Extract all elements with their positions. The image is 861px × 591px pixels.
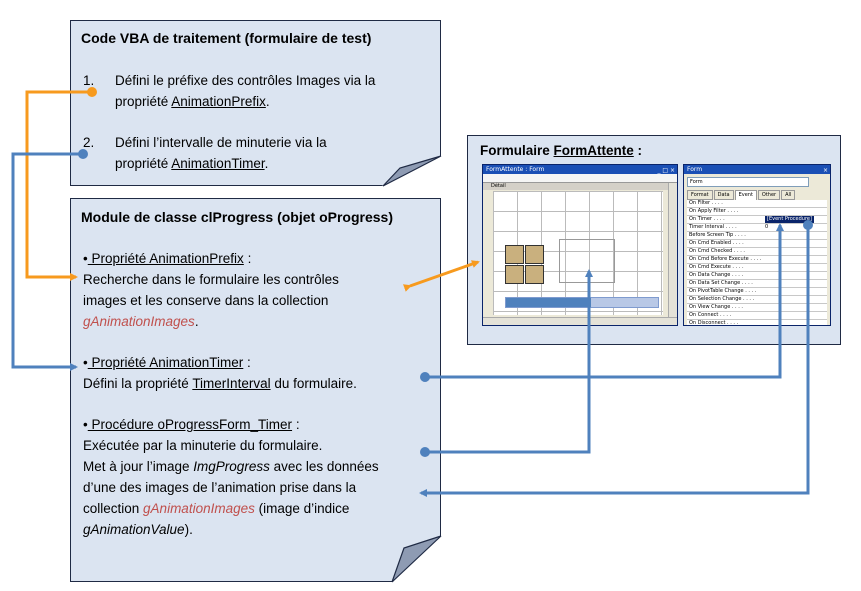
animation-prefix-desc1: Recherche dans le formulaire les contrôl… (83, 272, 339, 287)
animation-timer-heading: • Propriété AnimationTimer : (83, 355, 251, 370)
animation-timer-link: AnimationTimer (171, 156, 265, 171)
property-row[interactable]: On Filter . . . . (687, 200, 827, 208)
property-name: On Data Set Change . . . . (689, 280, 753, 286)
form-screenshot-title: Formulaire FormAttente : (480, 143, 643, 158)
step-2-line1: Défini l’intervalle de minuterie via la (115, 135, 327, 150)
property-row[interactable]: Timer Interval . . . . 0 (687, 224, 827, 232)
step-2-number: 2. (83, 135, 95, 150)
property-sheet-window: Form× Form Format Data Event Other All O… (683, 164, 831, 326)
object-combo[interactable]: Form (687, 177, 809, 187)
property-name: Timer Interval . . . . (689, 224, 737, 230)
property-name: On Cmd Enabled . . . . (689, 240, 744, 246)
property-row[interactable]: On Disconnect . . . . (687, 320, 827, 326)
image-control-4 (525, 265, 544, 284)
progress-bar-fill (506, 298, 592, 307)
property-name: On PivotTable Change . . . . (689, 288, 757, 294)
property-list: On Filter . . . . On Apply Filter . . . .… (687, 200, 827, 326)
class-module-title: Module de classe clProgress (objet oProg… (81, 209, 393, 225)
property-row[interactable]: On Connect . . . . (687, 312, 827, 320)
timer-proc-desc5: gAnimationValue). (83, 522, 193, 537)
property-name: On Data Change . . . . (689, 272, 744, 278)
dot-ontimer (803, 220, 813, 230)
property-row[interactable]: On Cmd Enabled . . . . (687, 240, 827, 248)
timer-proc-desc1: Exécutée par la minuterie du formulaire. (83, 438, 323, 453)
detail-section-label: Détail (483, 183, 677, 190)
property-row[interactable]: On Data Change . . . . (687, 272, 827, 280)
property-name: On Timer . . . . (689, 216, 725, 222)
step-2-line2: propriété AnimationTimer. (115, 156, 269, 171)
step-1-number: 1. (83, 73, 95, 88)
property-row[interactable]: On Cmd Execute . . . . (687, 264, 827, 272)
timer-proc-heading: • Procédure oProgressForm_Timer : (83, 417, 300, 432)
arrow-timerinterval (425, 223, 784, 379)
form-design-window: FormAttente : Form_ □ × Détail (482, 164, 678, 326)
property-tabs: Format Data Event Other All (687, 190, 796, 200)
timer-proc-desc2: Met à jour l’image ImgProgress avec les … (83, 459, 379, 474)
arrow-step1-to-prefix (25, 90, 91, 281)
property-name: Before Screen Tip . . . . (689, 232, 746, 238)
dot-step2 (78, 149, 88, 159)
tab-format[interactable]: Format (687, 190, 713, 200)
property-name: On Disconnect . . . . (689, 320, 739, 326)
animation-prefix-heading: • Propriété AnimationPrefix : (83, 251, 252, 266)
animation-timer-desc: Défini la propriété TimerInterval du for… (83, 376, 357, 391)
arrow-step2-to-timer (11, 152, 82, 371)
dot-timerinterval (420, 372, 430, 382)
step-1-line1: Défini le préfixe des contrôles Images v… (115, 73, 376, 88)
property-name: On Selection Change . . . . (689, 296, 755, 302)
img-progress-frame (559, 239, 615, 283)
property-row[interactable]: On View Change . . . . (687, 304, 827, 312)
property-row[interactable]: On Data Set Change . . . . (687, 280, 827, 288)
property-row[interactable]: On PivotTable Change . . . . (687, 288, 827, 296)
property-row[interactable]: On Cmd Checked . . . . (687, 248, 827, 256)
animation-prefix-desc2: images et les conserve dans la collectio… (83, 293, 329, 308)
timer-proc-desc4: collection gAnimationImages (image d’ind… (83, 501, 350, 516)
animation-prefix-link: AnimationPrefix (171, 94, 266, 109)
tab-all[interactable]: All (781, 190, 796, 200)
timer-proc-desc3: d’une des images de l’animation prise da… (83, 480, 357, 495)
tab-data[interactable]: Data (713, 190, 734, 200)
form-design-titlebar: FormAttente : Form_ □ × (483, 165, 677, 174)
property-row[interactable]: On Timer . . . . [Event Procedure] (687, 216, 827, 224)
image-control-1 (505, 245, 524, 264)
tab-other[interactable]: Other (757, 190, 781, 200)
image-control-3 (505, 265, 524, 284)
property-name: On Filter . . . . (689, 200, 723, 206)
property-value[interactable]: 0 (765, 224, 769, 230)
vba-code-note: Code VBA de traitement (formulaire de te… (70, 20, 441, 186)
property-name: On Connect . . . . (689, 312, 732, 318)
property-name: On Cmd Checked . . . . (689, 248, 745, 254)
arrow-timerproc-to-img (425, 269, 593, 454)
dot-timerproc (420, 447, 430, 457)
tab-event[interactable]: Event (734, 190, 757, 200)
arrow-prefix-to-form (403, 260, 480, 292)
form-screenshot-panel: Formulaire FormAttente : FormAttente : F… (467, 135, 841, 345)
ruler (483, 174, 677, 183)
property-row[interactable]: On Apply Filter . . . . (687, 208, 827, 216)
property-name: On View Change . . . . (689, 304, 744, 310)
vertical-scrollbar[interactable] (668, 183, 677, 317)
property-name: On Apply Filter . . . . (689, 208, 739, 214)
class-module-note: Module de classe clProgress (objet oProg… (70, 198, 441, 582)
arrow-ontimer-to-proc (419, 225, 810, 497)
property-name: On Cmd Before Execute . . . . (689, 256, 762, 262)
dot-step1 (87, 87, 97, 97)
property-name: On Cmd Execute . . . . (689, 264, 744, 270)
step-1-line2: propriété AnimationPrefix. (115, 94, 270, 109)
property-value[interactable]: [Event Procedure] (765, 216, 814, 223)
property-row[interactable]: On Selection Change . . . . (687, 296, 827, 304)
property-row[interactable]: Before Screen Tip . . . . (687, 232, 827, 240)
progress-bar (505, 297, 659, 308)
property-sheet-titlebar: Form× (684, 165, 830, 174)
property-row[interactable]: On Cmd Before Execute . . . . (687, 256, 827, 264)
animation-prefix-desc3: gAnimationImages. (83, 314, 199, 329)
horizontal-scrollbar[interactable] (483, 317, 677, 325)
image-control-2 (525, 245, 544, 264)
vba-code-title: Code VBA de traitement (formulaire de te… (81, 30, 372, 46)
